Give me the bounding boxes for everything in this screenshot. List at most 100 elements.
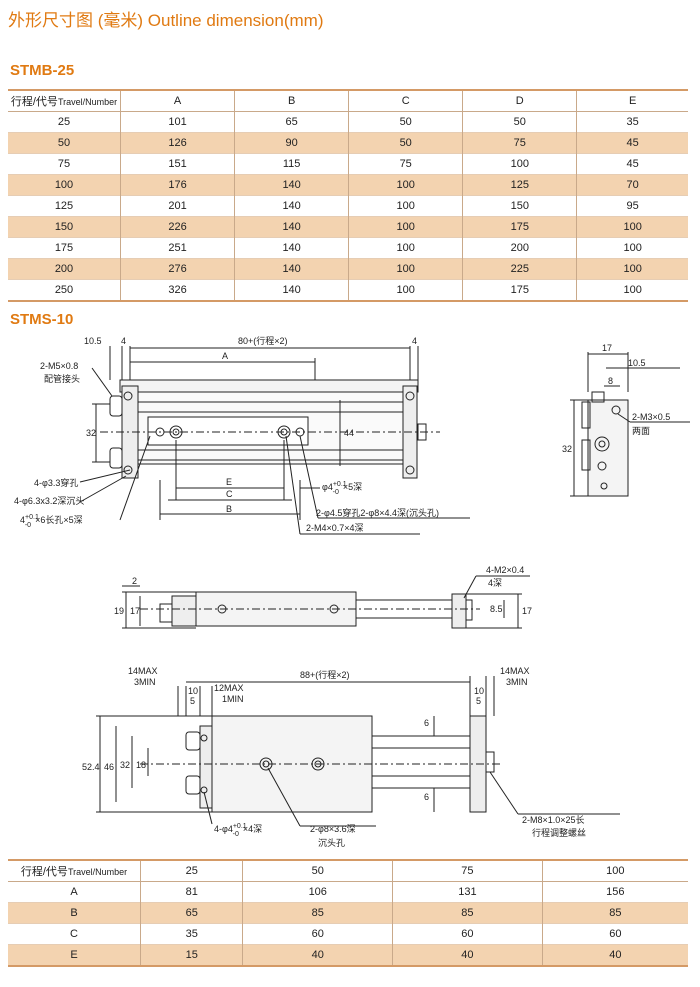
row-label-cell: 25 — [8, 111, 121, 133]
table-cell: 140 — [234, 174, 349, 196]
table-cell: 140 — [234, 216, 349, 238]
table-cell: 50 — [462, 111, 577, 133]
table-cell: 70 — [576, 174, 688, 196]
through-hole-label: 2-φ4.5穿孔2-φ8×4.4深(沉头孔) — [316, 507, 439, 518]
column-header: 25 — [139, 860, 243, 882]
column-header: 50 — [242, 860, 393, 882]
bottom-dim-6-bottom: 6 — [424, 792, 429, 802]
table-cell: 140 — [234, 237, 349, 259]
dim-4-right: 4 — [412, 336, 417, 346]
table-cell: 35 — [139, 923, 243, 945]
table-cell: 60 — [392, 923, 543, 945]
table-cell: 200 — [462, 237, 577, 259]
table-cell: 100 — [348, 174, 463, 196]
row-label-cell: E — [8, 944, 141, 966]
bottom-14max-left: 14MAX — [128, 666, 158, 676]
row-label-cell: 250 — [8, 279, 121, 301]
end-dim-17: 17 — [602, 343, 612, 353]
dim-10-5: 10.5 — [84, 336, 102, 346]
table-cell: 175 — [462, 216, 577, 238]
table-cell: 90 — [234, 132, 349, 154]
table-cell: 276 — [119, 258, 235, 280]
column-header: 75 — [392, 860, 543, 882]
dim-b: B — [226, 504, 232, 514]
dim-80-stroke: 80+(行程×2) — [238, 335, 288, 346]
row-label-cell: 200 — [8, 258, 121, 280]
table-cell: 100 — [348, 279, 463, 301]
m2-thread-label: 4-M2×0.4 — [486, 565, 524, 575]
adjust-screw-label: 行程调整螺丝 — [532, 827, 586, 838]
slot-hole-label: 4+0.1-0×6长孔×5深 — [20, 514, 83, 529]
table-cell: 226 — [119, 216, 235, 238]
table-cell: 85 — [392, 902, 543, 924]
table-cell: 60 — [242, 923, 393, 945]
table-cell: 251 — [119, 237, 235, 259]
m8-thread-label: 2-M8×1.0×25长 — [522, 814, 585, 825]
table-cell: 65 — [234, 111, 349, 133]
row-label-cell: C — [8, 923, 141, 945]
bottom-14max-right: 14MAX — [500, 666, 530, 676]
table-cell: 150 — [462, 195, 577, 217]
bottom-dim-32: 32 — [120, 760, 130, 770]
header-travel-number: 行程/代号Travel/Number — [8, 860, 141, 882]
table-cell: 40 — [242, 944, 393, 966]
bottom-dim-18: 18 — [136, 760, 146, 770]
bottom-dim-52-4: 52.4 — [82, 762, 100, 772]
table-cell: 65 — [139, 902, 243, 924]
bottom-3min-right: 3MIN — [506, 677, 528, 687]
table-cell: 100 — [348, 216, 463, 238]
table-cell: 100 — [576, 216, 688, 238]
dim-c: C — [226, 489, 233, 499]
pin-hole-label: φ4+0.1-0×5深 — [322, 481, 362, 496]
hole-3-3-label: 4-φ3.3穿孔 — [34, 477, 78, 488]
table-cell: 75 — [348, 153, 463, 175]
table-cell: 15 — [139, 944, 243, 966]
side-view-drawing — [122, 575, 530, 629]
table-cell: 75 — [462, 132, 577, 154]
bottom-dim-6-top: 6 — [424, 718, 429, 728]
table-cell: 35 — [576, 111, 688, 133]
column-header: A — [119, 90, 235, 112]
table-cell: 101 — [119, 111, 235, 133]
row-label-cell: 50 — [8, 132, 121, 154]
port-thread-label: 2-M5×0.8 — [40, 361, 78, 371]
table-cell: 140 — [234, 279, 349, 301]
table-cell: 100 — [576, 279, 688, 301]
bottom-12max: 12MAX — [214, 683, 244, 693]
table-cell: 115 — [234, 153, 349, 175]
table-cell: 131 — [392, 881, 543, 903]
table-cell: 140 — [234, 195, 349, 217]
bottom-countersink-label: 沉头孔 — [318, 838, 345, 848]
m4-thread-label: 2-M4×0.7×4深 — [306, 523, 364, 533]
bottom-3min-left: 3MIN — [134, 677, 156, 687]
table-cell: 326 — [119, 279, 235, 301]
table-cell: 100 — [348, 258, 463, 280]
table-cell: 100 — [576, 237, 688, 259]
row-label-cell: 150 — [8, 216, 121, 238]
header-travel-number: 行程/代号Travel/Number — [8, 90, 121, 112]
both-sides-label: 两面 — [632, 426, 650, 436]
bottom-dim-10: 10 — [188, 686, 198, 696]
table-cell: 40 — [392, 944, 543, 966]
end-view-drawing — [570, 352, 690, 497]
row-label-cell: 125 — [8, 195, 121, 217]
m3-thread-label: 2-M3×0.5 — [632, 412, 670, 422]
side-dim-17: 17 — [130, 606, 140, 616]
end-dim-32: 32 — [562, 444, 572, 454]
row-label-cell: 100 — [8, 174, 121, 196]
table-cell: 100 — [348, 195, 463, 217]
table-cell: 81 — [139, 881, 243, 903]
table-cell: 60 — [541, 923, 688, 945]
table-cell: 201 — [119, 195, 235, 217]
